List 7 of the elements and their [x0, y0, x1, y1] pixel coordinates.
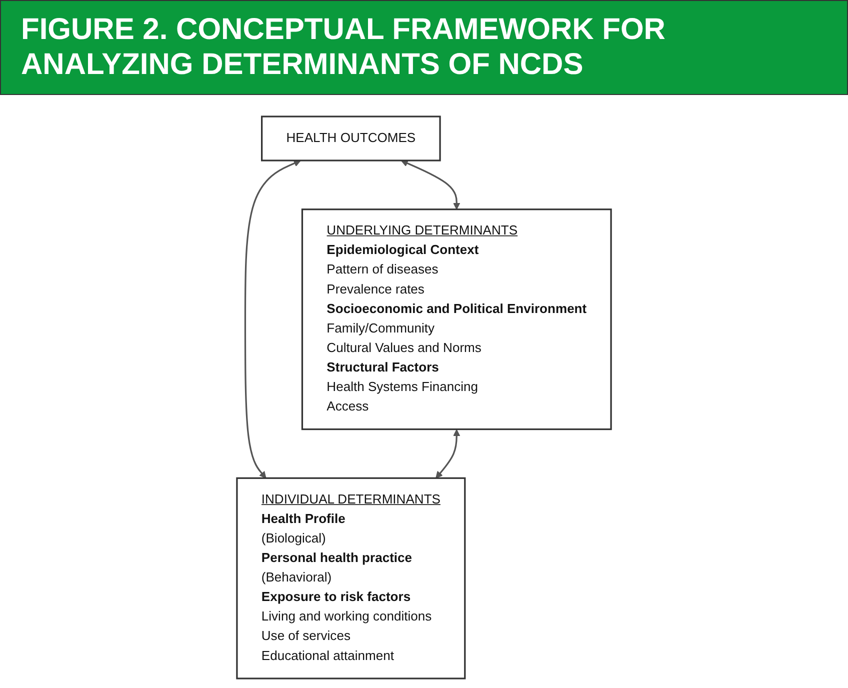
- title: FIGURE 2. CONCEPTUAL FRAMEWORK FOR ANALYZING DETERMINANTS OF NCDS: [0, 0, 848, 95]
- arrow: [436, 428, 460, 478]
- arrow: [400, 159, 460, 210]
- node-box: HEALTH OUTCOMES: [261, 115, 441, 161]
- node-box: UNDERLYING DETERMINANTS Epidemiological Context Pattern of diseases Prevalence rates Socioeconomic and Political Environment Family/Community Cultural Values and Norms Structural Factors Health Systems Financing Access: [301, 208, 612, 430]
- arrow: [244, 159, 301, 478]
- node-box: INDIVIDUAL DETERMINANTS Health Profile (Biological) Personal health practice (Behavioral) Exposure to risk factors Living and working conditions Use of services Educational attainment: [236, 476, 466, 679]
